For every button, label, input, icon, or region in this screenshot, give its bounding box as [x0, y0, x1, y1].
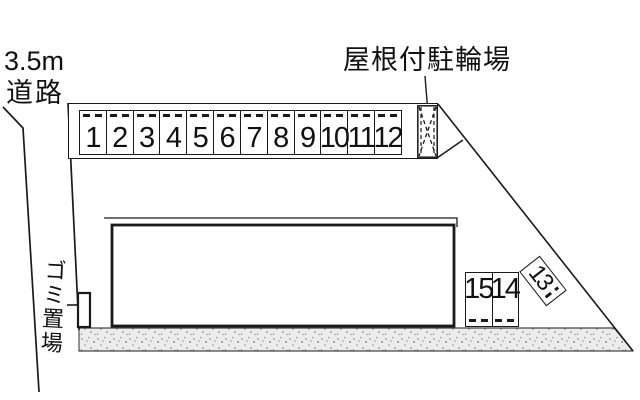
space-entry-dash [495, 319, 516, 322]
garbage-area-label: ゴミ置場 [37, 258, 68, 356]
space-number: 7 [246, 122, 262, 154]
boundary-corner-line [436, 139, 464, 159]
space-number: 11 [347, 122, 376, 154]
road-name-label: 道路 [6, 78, 64, 108]
space-entry-dash [270, 114, 291, 117]
road-boundary-line [2, 106, 40, 393]
parking-space-11: 11 [347, 111, 376, 154]
space-entry-dash [136, 114, 157, 117]
parking-space-7: 7 [241, 111, 268, 154]
space-entry-dash [243, 114, 264, 117]
space-number: 8 [273, 122, 289, 154]
space-number: 15 [464, 273, 494, 305]
parking-space-8: 8 [268, 111, 295, 154]
space-entry-dash [163, 114, 184, 117]
bicycle-parking-box [417, 105, 438, 158]
bicycle-box-x-icon [417, 105, 438, 158]
building-roof-line [104, 217, 458, 227]
space-number: 2 [112, 122, 128, 154]
parking-space-14: 14 [490, 273, 521, 326]
garbage-box [76, 291, 92, 329]
space-number: 10 [319, 122, 350, 154]
parking-space-6: 6 [214, 111, 241, 154]
space-number: 5 [192, 122, 209, 154]
building-outline [110, 223, 456, 328]
parking-space-4: 4 [160, 111, 188, 154]
parking-space-1: 1 [80, 111, 107, 154]
parking-space-3: 3 [134, 111, 161, 154]
bicycle-parking-label: 屋根付駐輪場 [343, 45, 511, 75]
space-entry-dash [190, 114, 211, 117]
space-entry-dash [109, 114, 130, 117]
parking-row-south: 15 14 [464, 272, 521, 327]
space-entry-dash [297, 114, 318, 117]
parking-space-9: 9 [295, 111, 322, 154]
gravel-strip [78, 327, 634, 352]
space-number: 3 [139, 122, 155, 154]
property-boundary-diagonal [437, 103, 634, 352]
parking-space-12: 12 [373, 111, 404, 154]
space-entry-dash [217, 114, 238, 117]
parking-space-10: 10 [319, 111, 350, 154]
parking-row-cells: 1 2 3 4 5 6 7 [79, 110, 404, 155]
space-number: 4 [165, 122, 182, 154]
space-number: 1 [85, 122, 101, 154]
space-entry-dash [468, 319, 489, 322]
space-number: 6 [219, 122, 235, 154]
space-entry-dash [324, 114, 345, 117]
space-number: 12 [373, 122, 403, 154]
space-number: 9 [299, 122, 316, 154]
parking-space-5: 5 [187, 111, 215, 154]
space-number: 14 [490, 273, 521, 305]
space-entry-dash [82, 114, 103, 117]
parking-space-2: 2 [107, 111, 134, 154]
space-entry-dash [378, 114, 399, 117]
parking-row-top: 1 2 3 4 5 6 7 [68, 103, 438, 159]
space-entry-dash [351, 114, 372, 117]
road-width-label: 3.5m [4, 46, 65, 76]
parking-space-15: 15 [464, 273, 494, 326]
